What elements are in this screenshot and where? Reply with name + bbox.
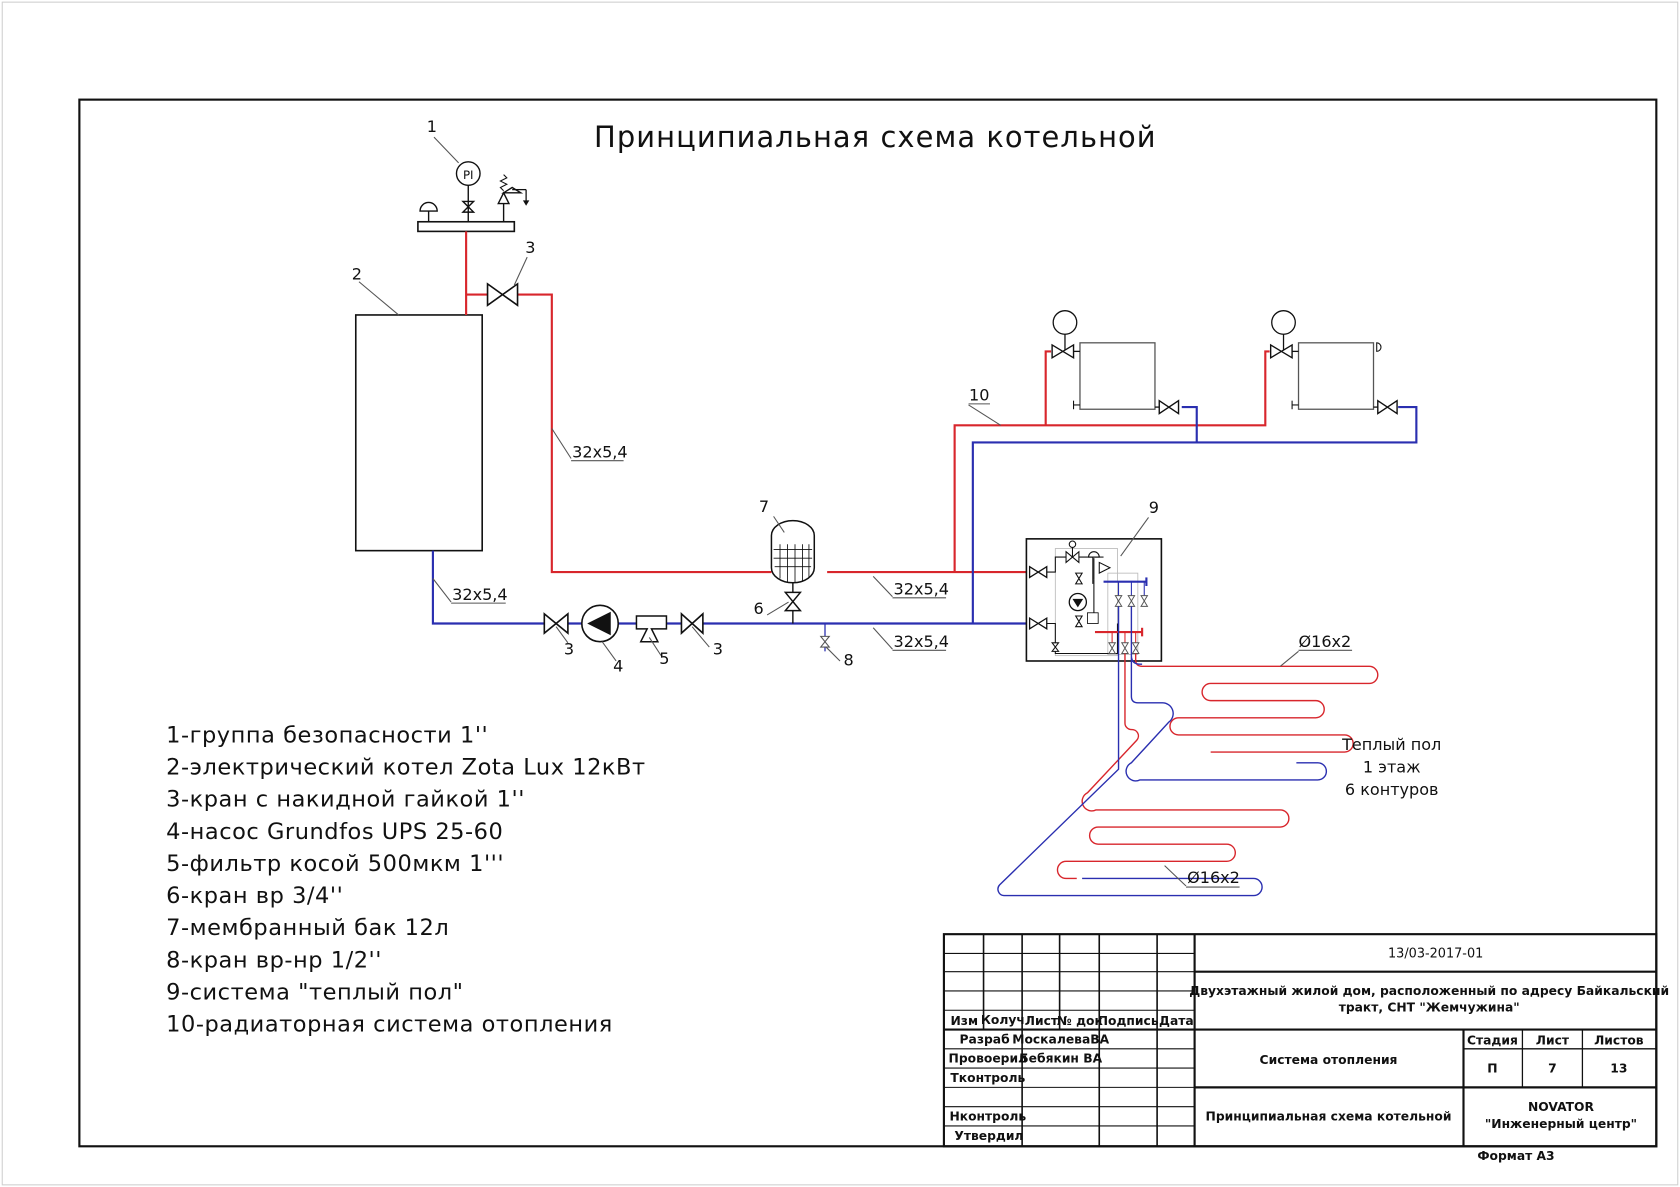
boiler: 2 [352, 265, 483, 552]
tb-project-line-2: тракт, СНТ "Жемчужина" [1339, 1000, 1520, 1014]
callout-7: 7 [759, 497, 769, 516]
legend-item: 6-кран вр 3/4'' [166, 883, 343, 909]
safety-valve-icon [497, 174, 530, 222]
supply-pipes [465, 231, 1270, 574]
unit-supply-valve-icon [1028, 565, 1048, 579]
tb-sheet: 7 [1548, 1061, 1557, 1075]
expansion-tank-icon: 7 [759, 497, 816, 624]
safety-group: PI 1 [417, 117, 530, 233]
legend-item: 1-группа безопасности 1'' [166, 722, 488, 748]
tb-project-line-1: Двухэтажный жилой дом, расположенный по … [1189, 984, 1669, 998]
legend-item: 9-система "теплый пол" [166, 980, 463, 1006]
pump-icon: 4 [581, 604, 623, 676]
radiator-2-body [1297, 342, 1375, 410]
legend-item: 3-кран с накидной гайкой 1'' [166, 787, 525, 813]
radiator-1 [1051, 310, 1180, 415]
valve-3-right-icon: 3 [680, 612, 723, 659]
tb-header-doc: № док [1057, 1014, 1103, 1028]
callout-6: 6 [753, 599, 763, 618]
thermostatic-valve-icon [1269, 343, 1293, 360]
floor-note-line-2: 1 этаж [1363, 757, 1421, 776]
legend-item: 4-насос Grundfos UPS 25-60 [166, 819, 503, 845]
tb-stage-header: Стадия [1467, 1034, 1518, 1048]
legend-item: 8-кран вр-нр 1/2'' [166, 947, 382, 973]
boiler-body [354, 314, 483, 552]
legend-item: 5-фильтр косой 500мкм 1''' [166, 851, 504, 877]
legend-item: 10-радиаторная система отопления [166, 1012, 613, 1038]
pipe-label-return-main: 32x5,4 [894, 632, 949, 651]
tb-sheets-header: Листов [1594, 1034, 1644, 1048]
pipe-label-boiler-return: 32x5,4 [452, 585, 507, 604]
callout-5: 5 [659, 649, 669, 668]
drawing-frame [78, 98, 1658, 1148]
unit-return-valve-icon [1028, 616, 1048, 631]
title-block [942, 933, 1658, 1148]
tb-stage: П [1487, 1061, 1497, 1075]
tb-header-list: Лист [1025, 1014, 1059, 1028]
tb-role-ncontrol: Нконтроль [949, 1110, 1026, 1124]
return-pipes [431, 406, 1418, 625]
legend: 1-группа безопасности 1'' 2-электрически… [166, 722, 645, 1037]
floor-note-line-3: 6 контуров [1345, 780, 1439, 799]
tb-drawing-name: Принципиальная схема котельной [1206, 1110, 1452, 1124]
tb-sheet-header: Лист [1536, 1034, 1570, 1048]
callout-leader [433, 136, 460, 164]
pipe-label-supply-vertical: 32x5,4 [572, 442, 627, 461]
tb-role-developed: Разраб [960, 1032, 1011, 1046]
radiator-1-body [1079, 342, 1156, 410]
tb-doc-code: 13/03-2017-01 [1388, 947, 1483, 962]
air-vent-icon [419, 201, 438, 222]
tb-role-tcontrol: Тконтроль [950, 1071, 1025, 1085]
tb-company-line-2: "Инженерный центр" [1485, 1117, 1637, 1131]
valve-6-icon: 6 [753, 591, 802, 618]
drawing-title: Принципиальная схема котельной [594, 120, 1157, 154]
callout-3-right: 3 [713, 640, 723, 659]
legend-item: 2-электрический котел Zota Lux 12кВт [166, 755, 645, 781]
callout-10: 10 [969, 386, 989, 405]
tb-header-date: Дата [1159, 1014, 1194, 1028]
tb-section: Система отопления [1260, 1053, 1398, 1067]
tb-role-approved: Утвердил [954, 1129, 1023, 1143]
air-valve-icon [1376, 342, 1382, 352]
pressure-gauge-icon: PI [455, 161, 481, 222]
floor-heating-unit: 9 [1025, 498, 1163, 662]
tb-name-developed: МоскалеваВА [1012, 1032, 1109, 1046]
callout-1: 1 [427, 117, 437, 136]
filter-icon: 5 [635, 615, 669, 668]
callout-9: 9 [1149, 498, 1159, 517]
tb-format: Формат А3 [1477, 1149, 1554, 1163]
gauge-label: PI [463, 168, 474, 182]
thermostat-head-icon [1271, 310, 1296, 335]
legend-item: 7-мембранный бак 12л [166, 915, 449, 941]
tb-name-checked: Бебякин ВА [1019, 1052, 1102, 1066]
tb-header-kol: Колуч [981, 1013, 1025, 1027]
callout-8: 8 [843, 650, 853, 669]
radiator-2 [1269, 310, 1398, 415]
safety-group-manifold [417, 220, 516, 233]
thermostat-head-icon [1052, 310, 1078, 335]
callout-3-top: 3 [525, 238, 535, 257]
title-block-text: Изм Колуч Лист № док Подпись Дата Разраб… [949, 947, 1670, 1163]
valve-3-top-icon: 3 [486, 238, 536, 307]
floor-heating-loops [997, 606, 1379, 897]
callout-3-left: 3 [564, 640, 574, 659]
callout-2: 2 [352, 265, 362, 284]
callout-4: 4 [613, 657, 623, 676]
thermostatic-valve-icon [1051, 343, 1075, 360]
drain-valve-icon: 8 [819, 623, 854, 669]
return-valve-icon [1158, 399, 1180, 415]
pipe-label-floor-top: Ø16x2 [1299, 632, 1352, 651]
tb-header-sign: Подпись [1098, 1014, 1159, 1028]
pipe-label-supply-main: 32x5,4 [894, 580, 949, 599]
pipe-label-floor-bottom: Ø16x2 [1187, 868, 1240, 887]
return-valve-icon [1377, 399, 1398, 415]
valve-3-left-icon: 3 [543, 612, 574, 659]
tb-role-checked: Провоерил [949, 1052, 1028, 1066]
tb-sheets: 13 [1610, 1061, 1627, 1075]
floor-note-line-1: Теплый пол [1341, 735, 1441, 754]
tb-company-line-1: NOVATOR [1528, 1100, 1594, 1114]
tb-header-izm: Изм [951, 1014, 978, 1028]
